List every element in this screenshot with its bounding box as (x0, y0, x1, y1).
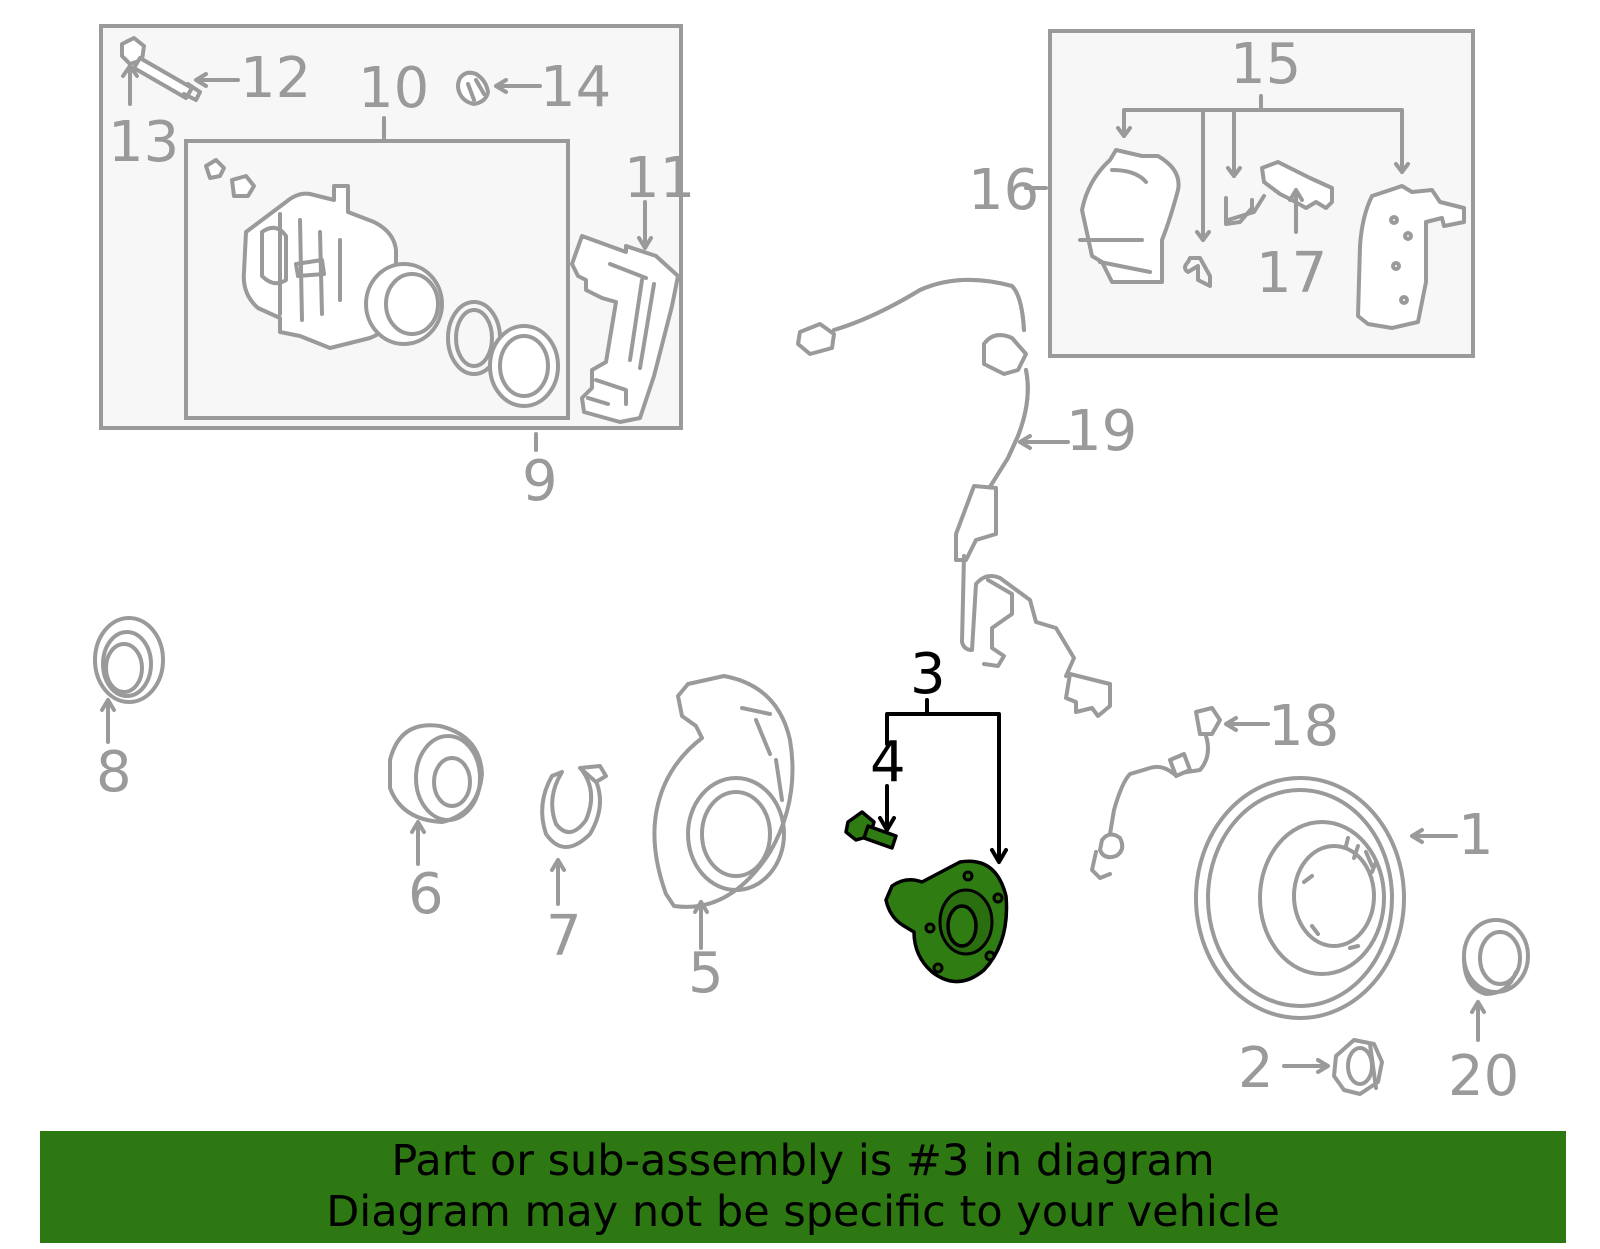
pad-clip-left (1183, 256, 1212, 288)
label-11: 11 (624, 146, 695, 211)
label-1: 1 (1458, 803, 1494, 868)
banner-line-2: Diagram may not be specific to your vehi… (326, 1187, 1280, 1237)
pad-clip-right (1224, 194, 1266, 226)
part-19-abs-sensor (796, 277, 1112, 718)
part-4-hub-bolt (844, 810, 898, 850)
callout-lines (100, 64, 1486, 1074)
part-6-bearing (388, 723, 484, 824)
part-8-seal (93, 616, 165, 704)
label-8: 8 (96, 740, 132, 805)
label-14: 14 (540, 55, 611, 120)
part-18-brake-hose (1090, 706, 1222, 880)
label-2: 2 (1238, 1036, 1274, 1101)
label-16: 16 (968, 158, 1039, 223)
part-16-inner-pad (1078, 148, 1181, 284)
label-9: 9 (522, 449, 558, 514)
label-10: 10 (358, 56, 429, 121)
part-17-shim (1260, 160, 1334, 210)
part-7-snap-ring (540, 768, 602, 849)
label-7: 7 (546, 904, 582, 969)
label-3: 3 (910, 642, 946, 707)
label-20: 20 (1448, 1044, 1519, 1109)
part-11-bracket (570, 234, 680, 424)
label-4: 4 (870, 730, 906, 795)
banner-line-1: Part or sub-assembly is #3 in diagram (391, 1136, 1215, 1186)
part-15-outer-pad (1356, 184, 1466, 330)
part-20-cap (1462, 918, 1530, 996)
pads-callout-lines (1122, 94, 1404, 242)
label-18: 18 (1268, 694, 1339, 759)
part-10-piston (364, 262, 444, 346)
part-3-wheel-hub (884, 859, 1009, 984)
label-15: 15 (1230, 32, 1301, 97)
label-12: 12 (240, 46, 311, 111)
part-1-brake-rotor (1194, 776, 1406, 1020)
label-13: 13 (108, 110, 179, 175)
label-19: 19 (1066, 399, 1137, 464)
part-2-hub-nut (1332, 1038, 1384, 1096)
info-banner: Part or sub-assembly is #3 in diagram Di… (40, 1131, 1566, 1243)
label-17: 17 (1256, 241, 1327, 306)
callout-3-lines (885, 698, 1008, 864)
label-6: 6 (408, 862, 444, 927)
part-13-guide-pin (120, 36, 202, 102)
part-5-dust-shield (652, 674, 795, 909)
callout-4-line (878, 784, 896, 832)
label-5: 5 (688, 941, 724, 1006)
part-14-boot (456, 70, 490, 106)
